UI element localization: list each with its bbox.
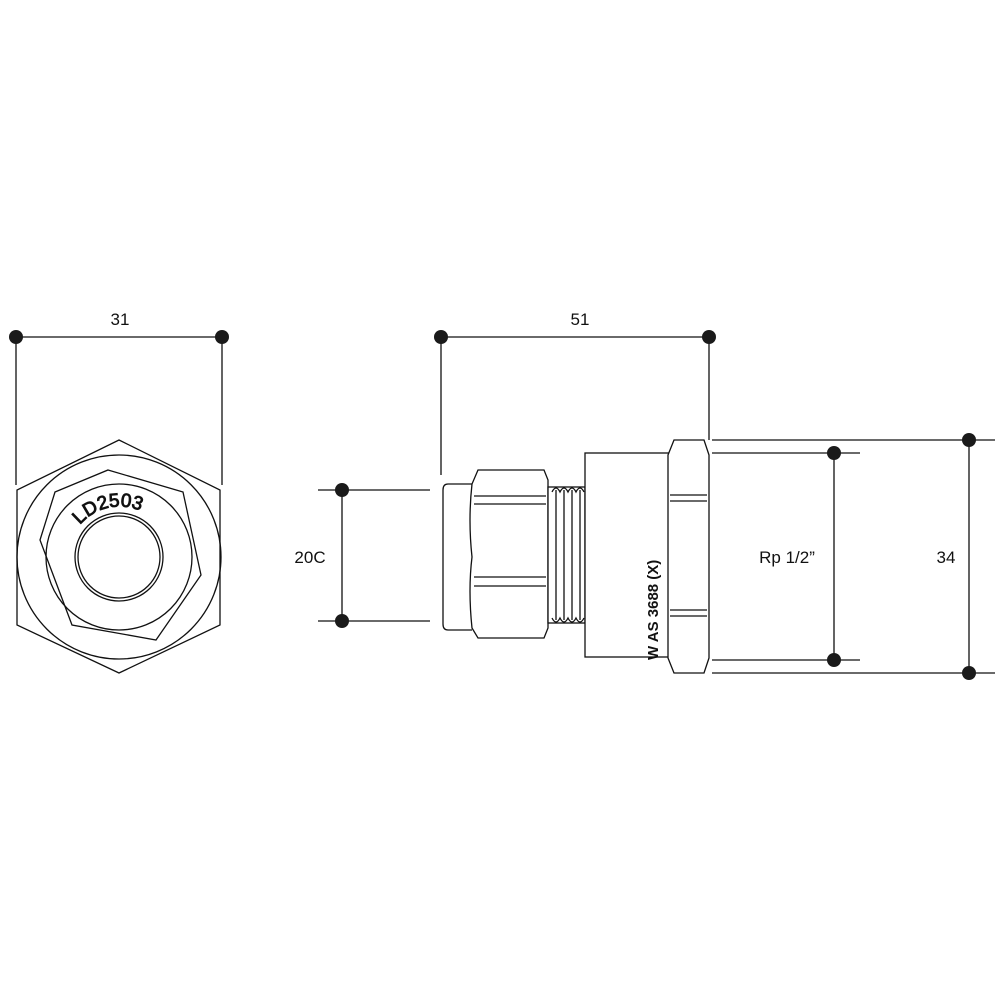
bore-inner [77,515,161,599]
length-label: 51 [571,310,590,329]
pipe-size-label: 20C [294,548,325,567]
dimension-dot [9,330,23,344]
chamfer-circle [16,454,222,660]
side-view: 51 W AS 3688 (X) 20C [294,310,995,680]
bore-outer [74,512,164,602]
pipe-end [442,483,472,631]
inner-hex [39,469,202,641]
dimension-dot [827,653,841,667]
fitting-body [584,452,671,658]
body-marking: W AS 3688 (X) [645,560,662,660]
thread-label: Rp 1/2” [759,548,815,567]
dimension-dot [702,330,716,344]
hex-size-label: 34 [937,548,956,567]
dimension-dot [962,666,976,680]
width-label: 31 [111,310,130,329]
front-view: 31 LD2503 [9,310,229,674]
dimension-dot [335,614,349,628]
marking-text: LD2503 [69,490,146,528]
dimension-dot [827,446,841,460]
compression-nut [469,469,549,639]
nut-face-circle [45,483,193,631]
dimension-dot [335,483,349,497]
dimension-dot [962,433,976,447]
dimension-dot [215,330,229,344]
dimension-dot [434,330,448,344]
female-hex [667,439,710,674]
thread [547,486,586,624]
hex-outline [16,439,221,674]
